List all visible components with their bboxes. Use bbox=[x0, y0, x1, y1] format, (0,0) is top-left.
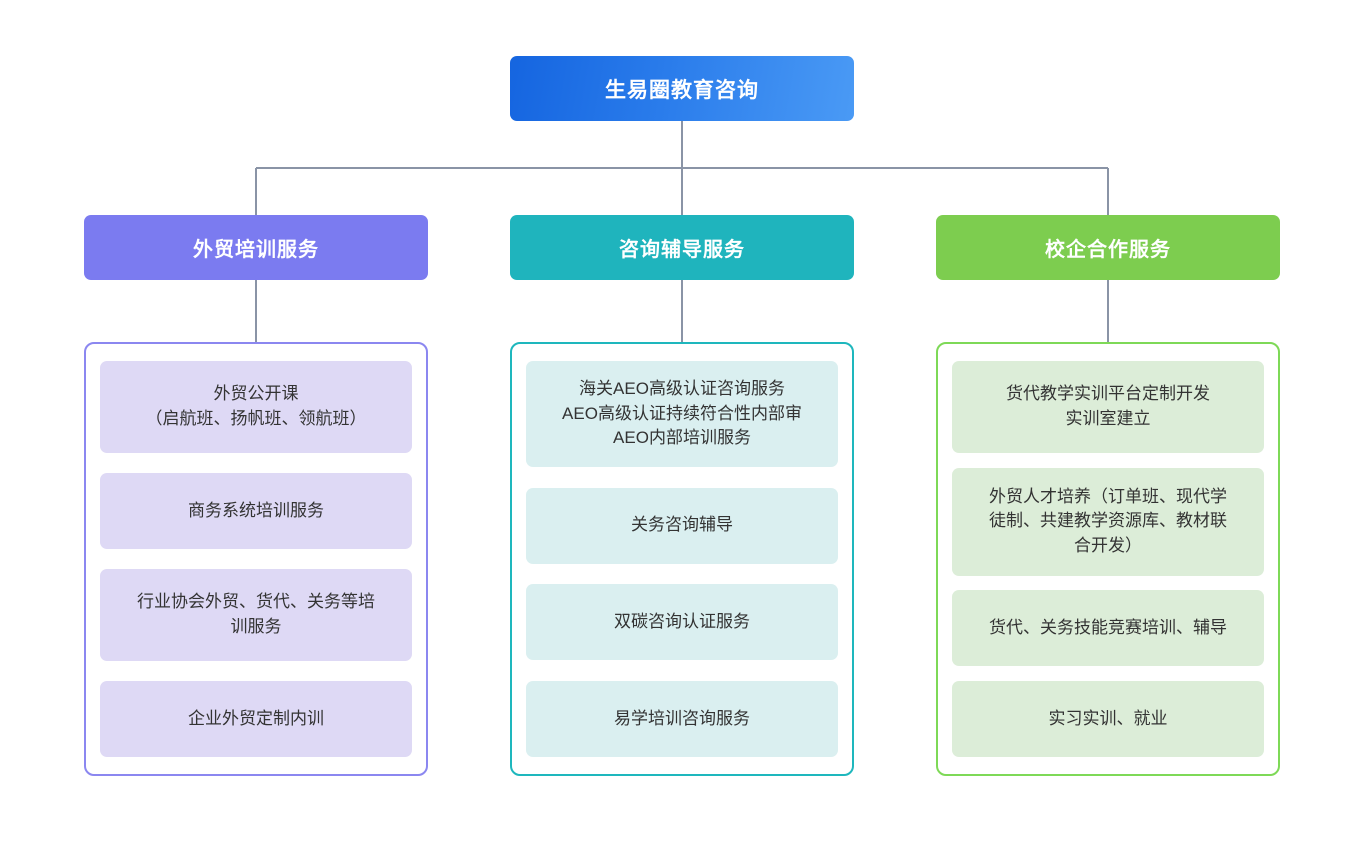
leaf-card-text: 商务系统培训服务 bbox=[188, 500, 324, 520]
root-node[interactable]: 生易圈教育咨询 bbox=[510, 56, 854, 121]
branch-header-label: 咨询辅导服务 bbox=[619, 239, 745, 261]
branch-body-zixun-fudao: 海关AEO高级认证咨询服务 AEO高级认证持续符合性内部审 AEO内部培训服务 … bbox=[510, 342, 854, 776]
branch-header-label: 校企合作服务 bbox=[1045, 239, 1171, 261]
branch-body-waimao-peixun: 外贸公开课 （启航班、扬帆班、领航班） 商务系统培训服务 行业协会外贸、货代、关… bbox=[84, 342, 428, 776]
leaf-card-text: 双碳咨询认证服务 bbox=[614, 611, 750, 631]
branch-column-waimao-peixun: 外贸培训服务 外贸公开课 （启航班、扬帆班、领航班） 商务系统培训服务 行业协会… bbox=[84, 215, 428, 776]
leaf-card[interactable]: 外贸人才培养（订单班、现代学 徒制、共建教学资源库、教材联 合开发） bbox=[952, 467, 1264, 576]
leaf-card[interactable]: 货代、关务技能竞赛培训、辅导 bbox=[952, 590, 1264, 667]
leaf-card-text: 货代、关务技能竞赛培训、辅导 bbox=[989, 617, 1227, 637]
leaf-card[interactable]: 海关AEO高级认证咨询服务 AEO高级认证持续符合性内部审 AEO内部培训服务 bbox=[526, 361, 838, 467]
leaf-card[interactable]: 外贸公开课 （启航班、扬帆班、领航班） bbox=[100, 361, 412, 453]
branch-header-waimao-peixun[interactable]: 外贸培训服务 bbox=[84, 215, 428, 280]
branch-body-xiaoqi-hezuo: 货代教学实训平台定制开发 实训室建立 外贸人才培养（订单班、现代学 徒制、共建教… bbox=[936, 342, 1280, 776]
leaf-card-text: 货代教学实训平台定制开发 实训室建立 bbox=[1006, 384, 1210, 428]
branch-header-label: 外贸培训服务 bbox=[193, 239, 319, 261]
leaf-card-text: 关务咨询辅导 bbox=[631, 515, 733, 535]
leaf-card-text: 外贸人才培养（订单班、现代学 徒制、共建教学资源库、教材联 合开发） bbox=[989, 486, 1227, 555]
branch-column-xiaoqi-hezuo: 校企合作服务 货代教学实训平台定制开发 实训室建立 外贸人才培养（订单班、现代学… bbox=[936, 215, 1280, 776]
leaf-card-text: 海关AEO高级认证咨询服务 AEO高级认证持续符合性内部审 AEO内部培训服务 bbox=[562, 379, 802, 448]
leaf-card[interactable]: 行业协会外贸、货代、关务等培 训服务 bbox=[100, 569, 412, 661]
branch-column-zixun-fudao: 咨询辅导服务 海关AEO高级认证咨询服务 AEO高级认证持续符合性内部审 AEO… bbox=[510, 215, 854, 776]
leaf-card-text: 外贸公开课 （启航班、扬帆班、领航班） bbox=[145, 384, 367, 428]
branch-header-zixun-fudao[interactable]: 咨询辅导服务 bbox=[510, 215, 854, 280]
leaf-card[interactable]: 货代教学实训平台定制开发 实训室建立 bbox=[952, 361, 1264, 453]
leaf-card[interactable]: 实习实训、就业 bbox=[952, 680, 1264, 757]
leaf-card[interactable]: 商务系统培训服务 bbox=[100, 473, 412, 549]
root-node-label: 生易圈教育咨询 bbox=[605, 78, 759, 102]
leaf-card-text: 实习实训、就业 bbox=[1048, 708, 1168, 728]
branch-header-xiaoqi-hezuo[interactable]: 校企合作服务 bbox=[936, 215, 1280, 280]
leaf-card[interactable]: 易学培训咨询服务 bbox=[526, 680, 838, 757]
leaf-card[interactable]: 双碳咨询认证服务 bbox=[526, 584, 838, 661]
leaf-card-text: 企业外贸定制内训 bbox=[188, 708, 324, 728]
leaf-card[interactable]: 企业外贸定制内训 bbox=[100, 681, 412, 757]
leaf-card[interactable]: 关务咨询辅导 bbox=[526, 487, 838, 564]
leaf-card-text: 行业协会外贸、货代、关务等培 训服务 bbox=[137, 592, 375, 636]
leaf-card-text: 易学培训咨询服务 bbox=[614, 708, 750, 728]
